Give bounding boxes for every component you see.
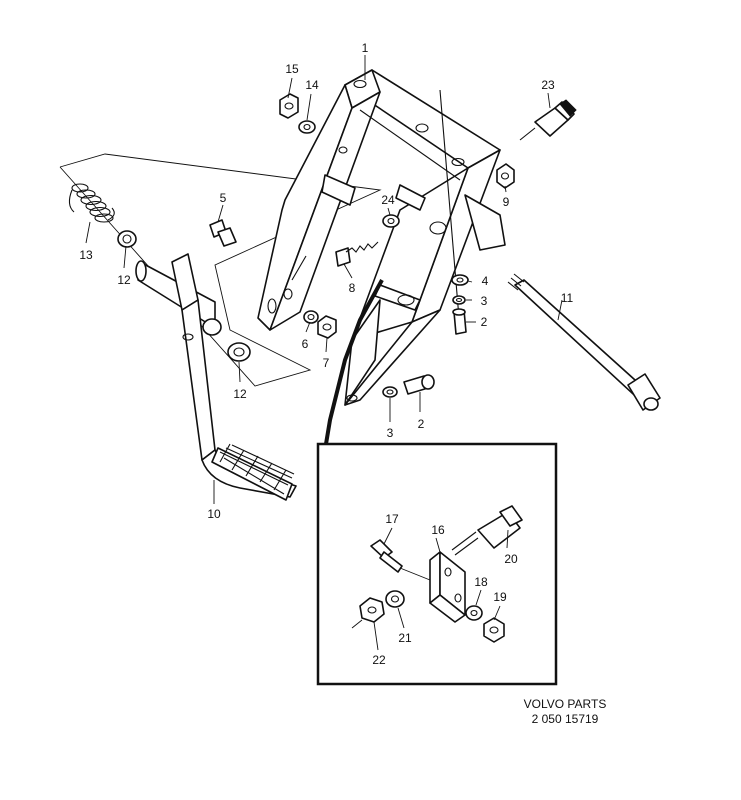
callout-21: 21 <box>398 631 412 645</box>
callout-18: 18 <box>474 575 488 589</box>
callout-6: 6 <box>302 337 309 351</box>
callout-4: 4 <box>482 274 489 288</box>
washer-3-lower <box>382 386 398 398</box>
callout-20: 20 <box>504 552 518 566</box>
callout-11: 11 <box>561 291 574 305</box>
nut-9 <box>496 163 515 189</box>
callout-3-lower: 3 <box>387 426 394 440</box>
washer-24 <box>382 214 400 228</box>
nut-15 <box>279 93 299 119</box>
bolt-2-upper <box>452 308 467 335</box>
callout-22: 22 <box>372 653 386 667</box>
washer-14 <box>298 120 316 134</box>
washer-4 <box>451 274 469 286</box>
pivot-shaft <box>507 273 661 411</box>
callout-17: 17 <box>385 512 399 526</box>
bolt-2-lower <box>403 374 435 395</box>
callout-5: 5 <box>220 191 227 205</box>
assembly-outline-plane <box>59 153 382 387</box>
callout-3-upper: 3 <box>481 294 488 308</box>
parts-reference: VOLVO PARTS 2 050 15719 <box>500 697 630 727</box>
callout-19: 19 <box>493 590 507 604</box>
brand-label: VOLVO PARTS <box>523 697 607 711</box>
callout-23: 23 <box>541 78 555 92</box>
nut-7 <box>317 315 337 339</box>
callout-24: 24 <box>381 193 395 207</box>
callout-10: 10 <box>207 507 221 521</box>
callout-9: 9 <box>503 195 510 209</box>
part-number: 2 050 15719 <box>531 712 599 726</box>
callout-8: 8 <box>349 281 356 295</box>
callout-numbers: 1 2 2 3 3 4 5 6 7 8 9 10 11 12 12 13 14 … <box>79 41 573 667</box>
callout-12-lower: 12 <box>233 387 247 401</box>
leader-lines <box>85 55 563 651</box>
callout-15: 15 <box>285 62 299 76</box>
washer-3-upper <box>452 295 466 305</box>
callout-13: 13 <box>79 248 93 262</box>
bushing-upper <box>117 230 137 248</box>
return-spring <box>68 183 115 223</box>
bushing-lower <box>227 342 251 362</box>
washer-6 <box>303 310 319 324</box>
callout-7: 7 <box>323 356 330 370</box>
bolt-8 <box>335 241 379 267</box>
callout-2-lower: 2 <box>418 417 425 431</box>
callout-1: 1 <box>362 41 369 55</box>
switch-23 <box>519 99 577 141</box>
callout-12-upper: 12 <box>117 273 131 287</box>
bolt-5 <box>209 219 237 247</box>
detail-inset <box>316 442 558 686</box>
callout-16: 16 <box>431 523 445 537</box>
callout-2-upper: 2 <box>481 315 488 329</box>
callout-14: 14 <box>305 78 319 92</box>
clutch-pedal <box>135 253 297 501</box>
pedal-bracket <box>257 69 506 406</box>
